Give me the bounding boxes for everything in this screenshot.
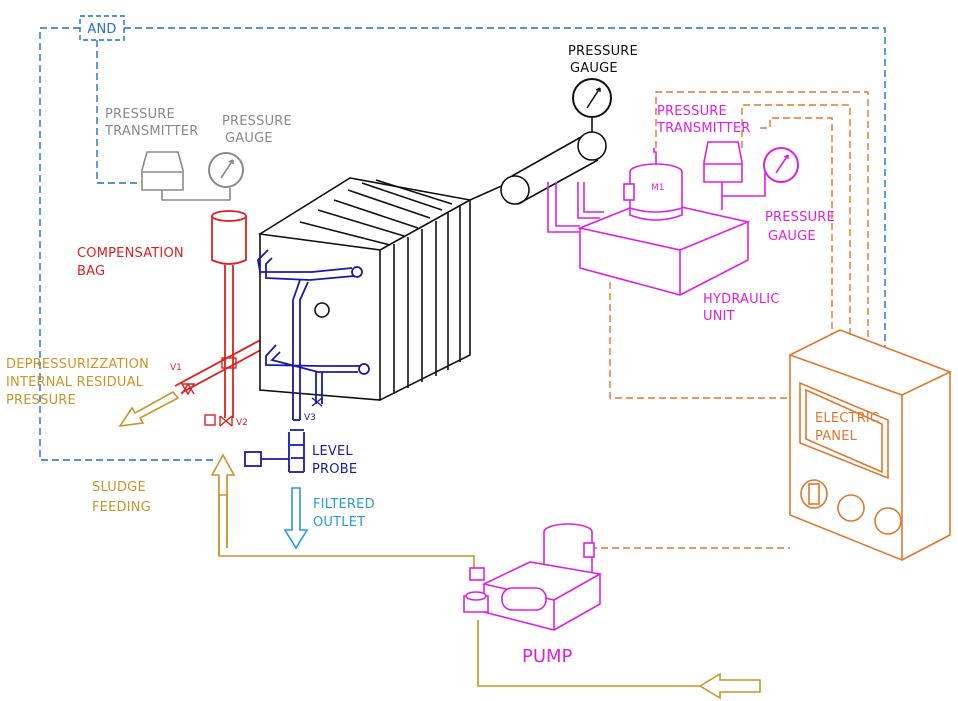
electric-panel bbox=[787, 329, 953, 562]
hydraulic-unit-label-2: UNIT bbox=[703, 309, 735, 324]
filter-press-plates bbox=[258, 118, 607, 401]
filtered-outlet-label-2: OUTLET bbox=[313, 515, 365, 530]
and-gate-label: AND bbox=[87, 22, 116, 37]
electric-panel-label-2: PANEL bbox=[815, 429, 858, 444]
and-gate: AND bbox=[79, 15, 125, 41]
depressurization-arrow bbox=[118, 390, 180, 428]
level-probe-label-2: PROBE bbox=[312, 462, 357, 477]
sludge-feeding-label-2: FEEDING bbox=[92, 500, 151, 515]
filtered-outlet-label-1: FILTERED bbox=[313, 497, 375, 512]
motor-m1-label: M1 bbox=[651, 183, 665, 193]
pump-label: PUMP bbox=[522, 646, 573, 667]
top-gauge-label-1: PRESSURE bbox=[568, 44, 638, 59]
valve-v1-label: V1 bbox=[170, 363, 182, 373]
depressurization-label-2: INTERNAL RESIDUAL bbox=[6, 375, 144, 390]
left-transmitter-label-1: PRESSURE bbox=[105, 107, 175, 122]
sludge-feeding-label-1: SLUDGE bbox=[92, 480, 146, 495]
valve-v3-label: V3 bbox=[304, 413, 316, 423]
compensation-bag bbox=[174, 210, 323, 427]
left-gauge-label-1: PRESSURE bbox=[222, 114, 292, 129]
top-pressure-gauge bbox=[572, 78, 612, 118]
pump bbox=[463, 523, 603, 631]
level-probe-label-1: LEVEL bbox=[312, 444, 353, 459]
electric-panel-label-1: ELECTRIC bbox=[815, 411, 879, 426]
signal-lines-blue bbox=[39, 27, 886, 461]
filter-piping bbox=[244, 249, 370, 473]
depressurization-label-1: DEPRESSURIZZATION bbox=[6, 357, 149, 372]
valve-v2-label: V2 bbox=[236, 418, 248, 428]
right-gauge-label-2: GAUGE bbox=[768, 229, 816, 244]
control-lines-orange bbox=[590, 91, 869, 549]
filtered-outlet-arrow bbox=[283, 487, 309, 550]
depressurization-label-3: PRESSURE bbox=[6, 393, 76, 408]
right-transmitter-label-1: PRESSURE bbox=[657, 104, 727, 119]
left-instruments bbox=[141, 151, 244, 201]
hydraulic-unit-label-1: HYDRAULIC bbox=[703, 292, 780, 307]
left-gauge-label-2: GAUGE bbox=[225, 131, 273, 146]
left-transmitter-label-2: TRANSMITTER bbox=[104, 124, 198, 139]
sludge-feed-piping bbox=[210, 453, 761, 700]
right-transmitter-label-2: TRANSMITTER bbox=[656, 121, 750, 136]
right-gauge-label-1: PRESSURE bbox=[765, 210, 835, 225]
hydraulic-unit bbox=[547, 141, 799, 296]
compensation-label-1: COMPENSATION bbox=[77, 246, 184, 261]
compensation-label-2: BAG bbox=[77, 264, 105, 279]
top-gauge-label-2: GAUGE bbox=[570, 61, 618, 76]
